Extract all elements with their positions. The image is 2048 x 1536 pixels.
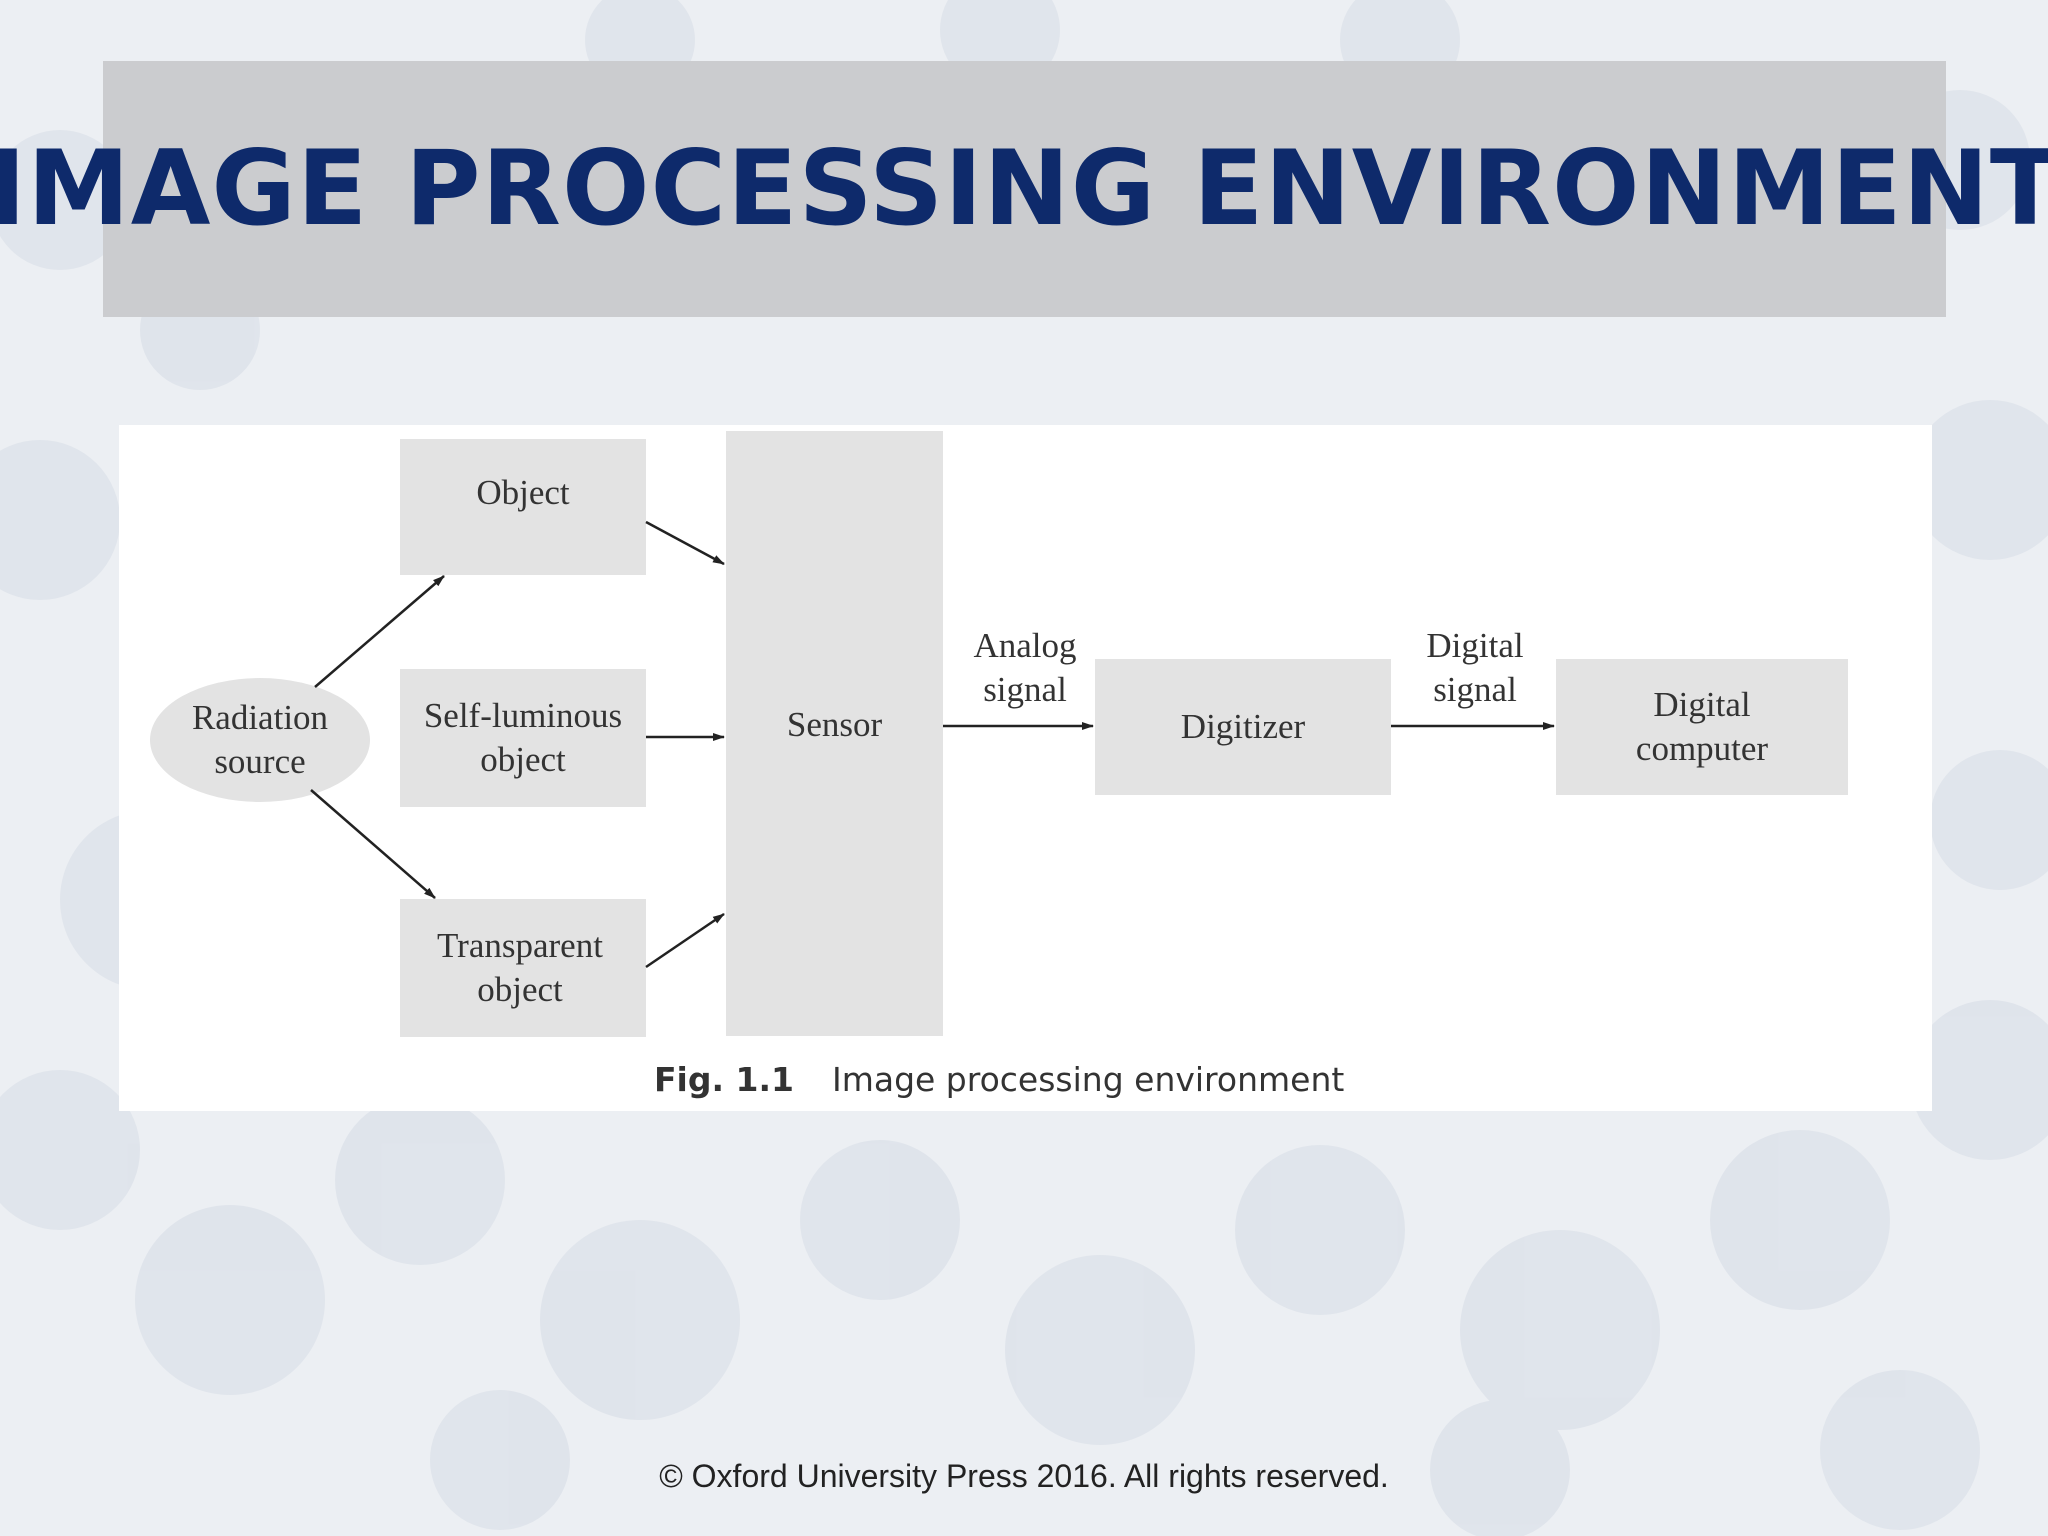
arrow-source-to-transparent	[310, 789, 436, 899]
radiation-source-label: Radiation source	[191, 698, 329, 781]
figure-panel: Radiation source Object Self-luminous ob…	[119, 425, 1932, 1111]
self-luminous-node	[400, 669, 646, 807]
arrow-object-to-sensor	[645, 520, 725, 566]
arrow-transparent-to-sensor	[645, 912, 725, 969]
copyright-footer: © Oxford University Press 2016. All righ…	[659, 1458, 1389, 1494]
digital-signal-label: Digital signal	[1426, 626, 1524, 709]
transparent-label: Transparent object	[437, 926, 603, 1009]
figure-number: Fig. 1.1	[654, 1060, 794, 1099]
object-label: Object	[476, 473, 570, 512]
digital-computer-node	[1556, 659, 1848, 795]
sensor-label: Sensor	[786, 705, 883, 744]
digitizer-node	[1095, 659, 1391, 795]
title-bar: IMAGE PROCESSING ENVIRONMENT	[0, 61, 2048, 317]
block-diagram	[150, 431, 1848, 1037]
figure-caption-text: Image processing environment	[831, 1060, 1345, 1099]
digitizer-label: Digitizer	[1180, 707, 1306, 746]
radiation-source-node	[150, 678, 370, 802]
object-node	[400, 439, 646, 575]
self-luminous-label: Self-luminous object	[423, 696, 623, 779]
transparent-node	[400, 899, 646, 1037]
arrow-source-to-object	[314, 575, 445, 688]
analog-signal-label: Analog signal	[973, 626, 1077, 709]
digital-computer-label: Digital computer	[1635, 685, 1769, 768]
sensor-node	[726, 431, 943, 1036]
slide-title: IMAGE PROCESSING ENVIRONMENT	[0, 129, 2048, 249]
figure-caption: Fig. 1.1 Image processing environment	[654, 1060, 1344, 1110]
